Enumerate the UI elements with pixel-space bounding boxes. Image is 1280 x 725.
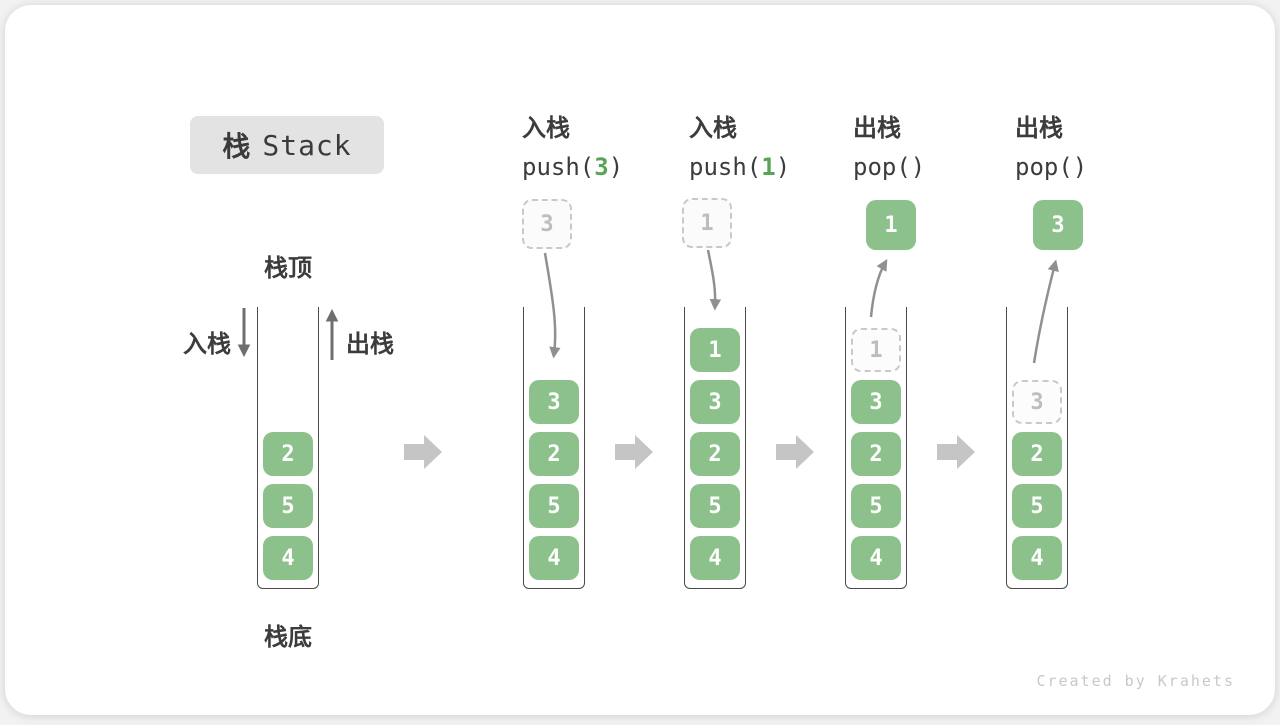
transition-arrow xyxy=(615,435,653,469)
stack-block: 2 xyxy=(1012,432,1062,476)
stack-block: 4 xyxy=(851,536,901,580)
op-code: push(1) xyxy=(689,148,790,187)
code-arg: 1 xyxy=(761,153,776,181)
stack-container-after-push1: 1 3 2 5 4 xyxy=(684,307,746,589)
stack-block: 4 xyxy=(690,536,740,580)
arrows-overlay xyxy=(237,249,1059,469)
stack-block: 4 xyxy=(1012,536,1062,580)
stack-block: 5 xyxy=(851,484,901,528)
diagram-title: 栈 Stack xyxy=(190,116,384,174)
stack-block: 4 xyxy=(263,536,313,580)
op-code: push(3) xyxy=(522,148,623,187)
stack-block: 2 xyxy=(851,432,901,476)
push1-motion-arrow xyxy=(706,249,722,311)
operation-label-pop-1: 出栈 pop() xyxy=(853,109,925,187)
stack-block: 2 xyxy=(529,432,579,476)
stack-block: 5 xyxy=(529,484,579,528)
op-code: pop() xyxy=(853,148,925,187)
push-side-label: 入栈 xyxy=(183,330,231,358)
transition-arrow xyxy=(404,435,442,469)
stack-block: 5 xyxy=(1012,484,1062,528)
stack-top-label: 栈顶 xyxy=(264,254,312,282)
code-open: pop( xyxy=(1015,153,1073,181)
code-open: push( xyxy=(522,153,595,181)
stack-container-after-pop3: 3 2 5 4 xyxy=(1006,307,1068,589)
code-open: pop( xyxy=(853,153,911,181)
stack-block: 3 xyxy=(690,380,740,424)
transition-arrow xyxy=(776,435,814,469)
op-name: 入栈 xyxy=(689,114,737,142)
pushed-element-box: 3 xyxy=(522,199,572,249)
stack-block: 3 xyxy=(529,380,579,424)
stack-block: 2 xyxy=(690,432,740,476)
stack-block-ghost: 1 xyxy=(851,328,901,372)
pop-side-label: 出栈 xyxy=(346,330,394,358)
stack-block: 5 xyxy=(690,484,740,528)
operation-label-pop-2: 出栈 pop() xyxy=(1015,109,1087,187)
operation-label-push1: 入栈 push(1) xyxy=(689,109,790,187)
stack-block: 4 xyxy=(529,536,579,580)
title-en: Stack xyxy=(262,128,352,162)
op-name: 出栈 xyxy=(853,114,901,142)
transition-arrow xyxy=(937,435,975,469)
credit-text: Created by Krahets xyxy=(1036,672,1235,690)
code-close: ) xyxy=(775,153,791,181)
stack-block: 5 xyxy=(263,484,313,528)
stack-block: 3 xyxy=(851,380,901,424)
popped-element-box: 1 xyxy=(866,200,916,250)
stack-block: 2 xyxy=(263,432,313,476)
op-code: pop() xyxy=(1015,148,1087,187)
diagram-canvas: 栈 Stack 入栈 push(3) 入栈 push(1) 出栈 pop() 出… xyxy=(5,5,1275,715)
code-close: ) xyxy=(1072,153,1088,181)
stack-block: 1 xyxy=(690,328,740,372)
stack-container-after-push3: 3 2 5 4 xyxy=(523,307,585,589)
stack-container-initial: 2 5 4 xyxy=(257,307,319,589)
stack-block-ghost: 3 xyxy=(1012,380,1062,424)
op-name: 入栈 xyxy=(522,114,570,142)
popped-element-box: 3 xyxy=(1033,200,1083,250)
code-close: ) xyxy=(608,153,624,181)
code-arg: 3 xyxy=(594,153,609,181)
code-open: push( xyxy=(689,153,762,181)
operation-label-push3: 入栈 push(3) xyxy=(522,109,623,187)
pushed-element-box: 1 xyxy=(682,198,732,248)
stack-container-after-pop1: 1 3 2 5 4 xyxy=(845,307,907,589)
stack-bottom-label: 栈底 xyxy=(264,623,312,651)
op-name: 出栈 xyxy=(1015,114,1063,142)
code-close: ) xyxy=(910,153,926,181)
title-zh: 栈 xyxy=(222,130,251,163)
